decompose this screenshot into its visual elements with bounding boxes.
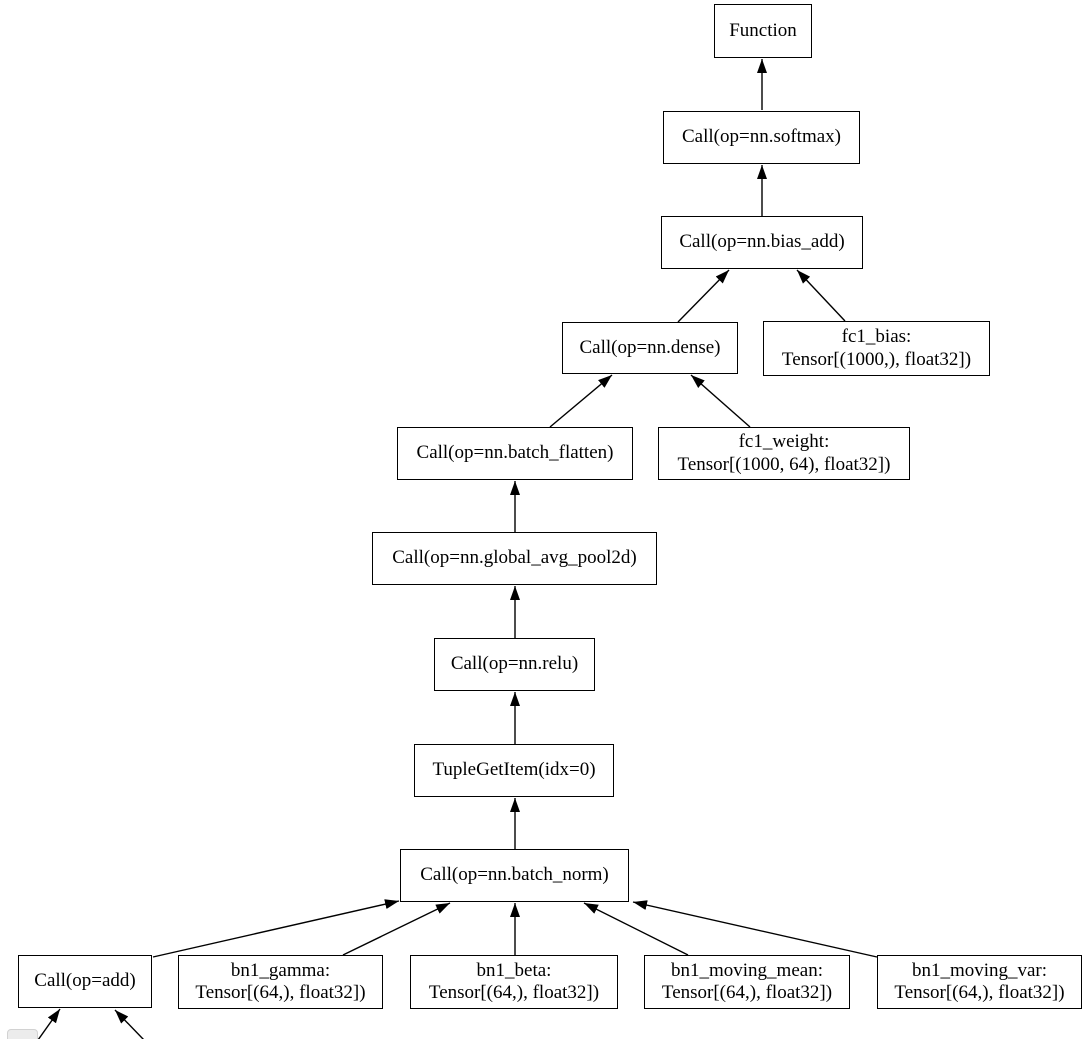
graph-node-label: Function [729, 19, 797, 41]
graph-node-label: Call(op=nn.relu) [450, 653, 579, 675]
graph-node-bn1-gamma: bn1_gamma:Tensor[(64,), float32]) [178, 955, 383, 1009]
graph-node-label: bn1_gamma: [230, 959, 331, 981]
graph-node-bn1-beta: bn1_beta:Tensor[(64,), float32]) [410, 955, 618, 1009]
graph-node-add: Call(op=add) [18, 955, 152, 1008]
graph-node-label: Call(op=nn.batch_flatten) [416, 442, 614, 464]
graph-node-dense: Call(op=nn.dense) [562, 322, 738, 374]
graph-node-label: Tensor[(64,), float32]) [661, 982, 833, 1003]
graph-node-label: Tensor[(64,), float32]) [428, 982, 600, 1003]
graph-node-label: bn1_moving_var: [911, 959, 1048, 981]
graph-node-fc1-bias: fc1_bias:Tensor[(1000,), float32]) [763, 321, 990, 376]
graph-node-label: bn1_beta: [476, 959, 552, 981]
graph-node-batch-flatten: Call(op=nn.batch_flatten) [397, 427, 633, 480]
graph-node-label: fc1_bias: [841, 326, 912, 348]
graph-node-label: Tensor[(1000, 64), float32]) [677, 453, 891, 475]
graph-node-function: Function [714, 4, 812, 58]
graph-node-tuple-get-item: TupleGetItem(idx=0) [414, 744, 614, 797]
corner-thumbnail-artifact [7, 1029, 38, 1039]
graph-node-global-avg-pool: Call(op=nn.global_avg_pool2d) [372, 532, 657, 585]
graph-node-label: bn1_moving_mean: [671, 959, 823, 981]
graph-node-label: Call(op=nn.batch_norm) [420, 864, 609, 886]
graph-node-batch-norm: Call(op=nn.batch_norm) [400, 849, 629, 902]
graph-node-label: Call(op=nn.bias_add) [679, 231, 845, 253]
graph-node-relu: Call(op=nn.relu) [434, 638, 595, 691]
graph-node-label: Tensor[(64,), float32]) [894, 982, 1065, 1003]
graph-node-label: Call(op=nn.dense) [579, 336, 721, 358]
graph-node-label: fc1_weight: [738, 431, 830, 453]
graph-node-bn1-moving-mean: bn1_moving_mean:Tensor[(64,), float32]) [644, 955, 850, 1009]
graph-node-label: Call(op=nn.global_avg_pool2d) [392, 547, 637, 569]
graph-node-bias-add: Call(op=nn.bias_add) [661, 216, 863, 269]
graph-node-bn1-moving-var: bn1_moving_var:Tensor[(64,), float32]) [877, 955, 1082, 1009]
graph-node-softmax: Call(op=nn.softmax) [663, 111, 860, 164]
graph-node-fc1-weight: fc1_weight:Tensor[(1000, 64), float32]) [658, 427, 910, 480]
graph-node-label: Tensor[(1000,), float32]) [781, 348, 972, 370]
graph-node-label: TupleGetItem(idx=0) [432, 759, 596, 781]
graph-node-label: Call(op=add) [34, 970, 136, 992]
graph-node-label: Call(op=nn.softmax) [682, 126, 841, 148]
graph-node-label: Tensor[(64,), float32]) [195, 982, 366, 1003]
